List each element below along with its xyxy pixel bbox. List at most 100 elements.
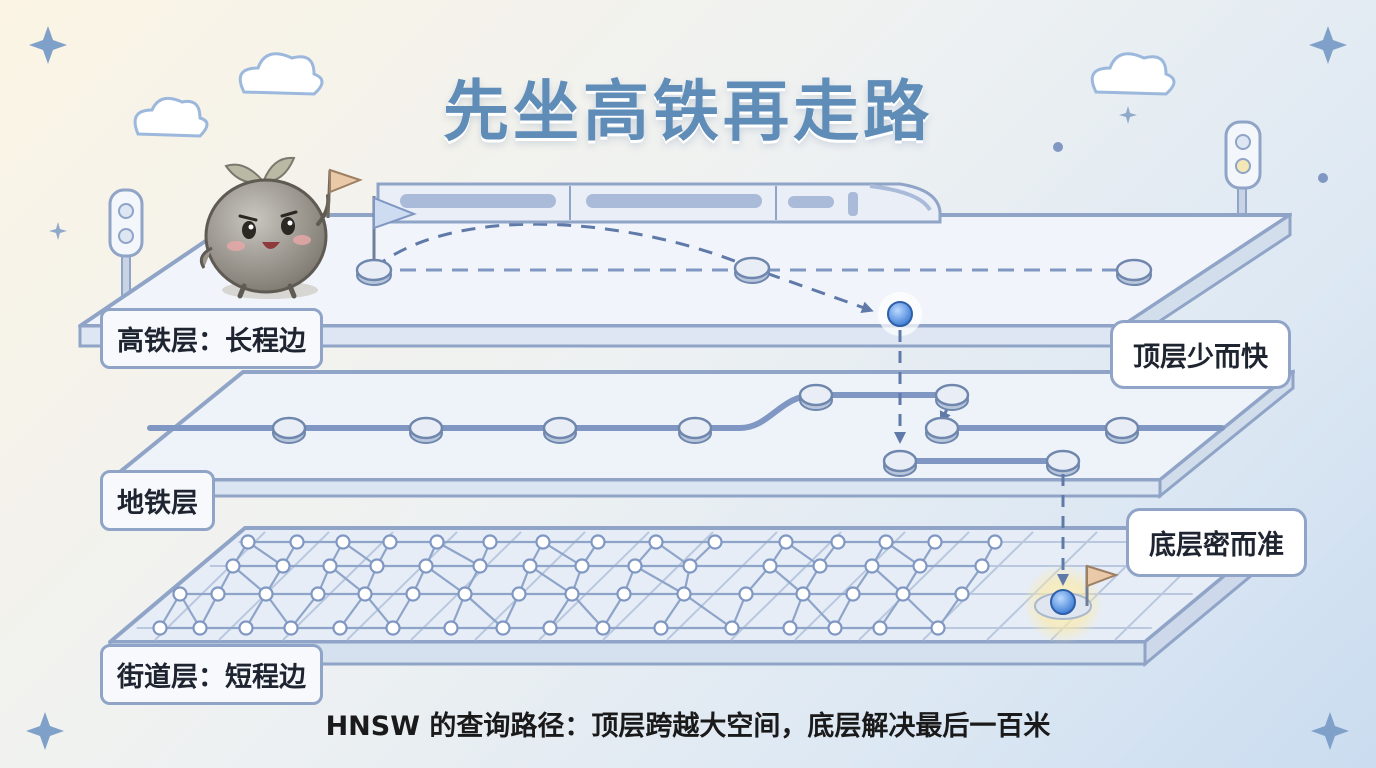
street-node xyxy=(405,586,421,602)
street-node xyxy=(864,558,880,574)
street-node xyxy=(283,620,299,636)
street-node xyxy=(238,620,254,636)
entry-node xyxy=(887,301,913,327)
street-edge xyxy=(902,593,939,629)
flag-icon xyxy=(372,196,417,266)
street-node xyxy=(322,558,338,574)
street-node xyxy=(762,558,778,574)
cloud-icon xyxy=(133,96,209,138)
street-road xyxy=(538,531,650,641)
street-node xyxy=(418,558,434,574)
target-node xyxy=(1050,589,1076,615)
callout-top: 顶层少而快 xyxy=(1110,320,1291,389)
street-node xyxy=(724,620,740,636)
subway-node xyxy=(1045,449,1081,477)
street-node xyxy=(782,620,798,636)
subway-layer xyxy=(108,368,1295,500)
street-road xyxy=(666,531,778,641)
callout-bottom: 底层密而准 xyxy=(1126,508,1307,577)
street-node xyxy=(482,534,498,550)
rail-node xyxy=(1115,258,1153,286)
street-node xyxy=(627,558,643,574)
sparkle-icon xyxy=(29,26,67,64)
train-icon xyxy=(376,182,942,224)
street-node xyxy=(653,620,669,636)
decorations xyxy=(26,26,1349,750)
street-node xyxy=(574,558,590,574)
street-node xyxy=(429,534,445,550)
street-node xyxy=(676,586,692,602)
street-node xyxy=(258,586,274,602)
page-title: 先坐高铁再走路 xyxy=(443,73,933,150)
street-node xyxy=(564,586,580,602)
street-node xyxy=(738,586,754,602)
street-edge xyxy=(464,593,504,629)
rail-node xyxy=(355,258,393,286)
street-node xyxy=(795,586,811,602)
street-node xyxy=(595,620,611,636)
street-node xyxy=(778,534,794,550)
street-road xyxy=(474,531,586,641)
street-node xyxy=(707,534,723,550)
street-node xyxy=(457,586,473,602)
street-node xyxy=(472,558,488,574)
street-node xyxy=(385,620,401,636)
cloud-icon xyxy=(238,52,324,96)
street-node xyxy=(954,586,970,602)
layer-label-top: 高铁层：长程边 xyxy=(100,308,323,369)
sparkle-icon xyxy=(1311,712,1349,750)
street-node xyxy=(335,534,351,550)
subway-node xyxy=(924,416,960,444)
street-node xyxy=(987,534,1003,550)
street-node xyxy=(511,586,527,602)
street-node xyxy=(289,534,305,550)
street-road xyxy=(602,531,714,641)
street-node xyxy=(895,586,911,602)
cloud-icon xyxy=(1090,52,1176,96)
street-node xyxy=(927,534,943,550)
street-road xyxy=(794,531,906,641)
street-node xyxy=(172,586,188,602)
street-node xyxy=(332,620,348,636)
street-node xyxy=(827,620,843,636)
street-node xyxy=(240,534,256,550)
street-node xyxy=(872,620,888,636)
street-node xyxy=(974,558,990,574)
street-road xyxy=(218,531,330,641)
subway-node xyxy=(1104,416,1140,444)
rail-node xyxy=(733,256,771,284)
street-road xyxy=(730,531,842,641)
subway-node xyxy=(677,416,713,444)
street-road xyxy=(282,531,394,641)
subway-node xyxy=(798,383,834,411)
sparkle-icon xyxy=(1309,26,1347,64)
subway-node xyxy=(882,449,918,477)
layer-label-middle: 地铁层 xyxy=(100,470,215,531)
street-edge xyxy=(436,541,481,567)
dot xyxy=(1318,173,1328,183)
flag-icon xyxy=(1085,564,1120,606)
street-node xyxy=(443,620,459,636)
street-edge xyxy=(683,593,733,629)
street-road xyxy=(154,531,266,641)
street-node xyxy=(192,620,208,636)
subway-node xyxy=(934,383,970,411)
street-node xyxy=(616,586,632,602)
street-node xyxy=(930,620,946,636)
subway-nodes xyxy=(271,383,1140,477)
street-node xyxy=(878,534,894,550)
street-node xyxy=(357,586,373,602)
street-edge xyxy=(802,593,836,629)
street-node xyxy=(535,534,551,550)
street-node xyxy=(542,620,558,636)
street-edge xyxy=(425,565,466,595)
street-node xyxy=(590,534,606,550)
street-node xyxy=(310,586,326,602)
street-node xyxy=(522,558,538,574)
street-edge xyxy=(542,541,583,567)
sparkle-icon xyxy=(49,222,67,240)
layer-label-bottom: 街道层：短程边 xyxy=(100,644,323,705)
subway-node xyxy=(408,416,444,444)
street-node xyxy=(225,558,241,574)
